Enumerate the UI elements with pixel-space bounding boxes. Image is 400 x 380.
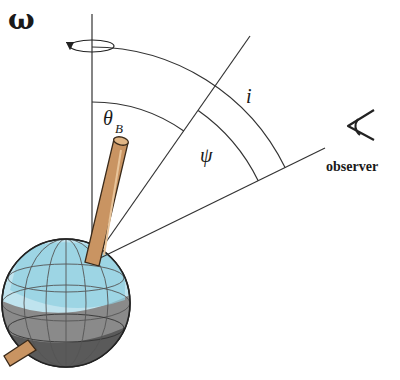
theta-arc bbox=[92, 102, 184, 131]
observer-label: observer bbox=[326, 160, 378, 174]
magnetic-tube bbox=[4, 340, 36, 366]
rotation-axis bbox=[91, 14, 92, 262]
theta-subscript: B bbox=[115, 122, 123, 135]
inclination-label: i bbox=[246, 86, 252, 106]
omega-label: ω bbox=[8, 6, 35, 34]
rotation-arrow bbox=[70, 46, 114, 52]
neutron-star bbox=[0, 239, 140, 380]
theta-label: θ bbox=[103, 108, 113, 128]
line-of-sight bbox=[92, 148, 325, 262]
magnetic-tube bbox=[85, 135, 129, 266]
psi-arc bbox=[198, 111, 258, 182]
observer-eye bbox=[348, 110, 374, 140]
psi-label: ψ bbox=[200, 145, 212, 165]
rotation-arrow bbox=[70, 40, 114, 46]
